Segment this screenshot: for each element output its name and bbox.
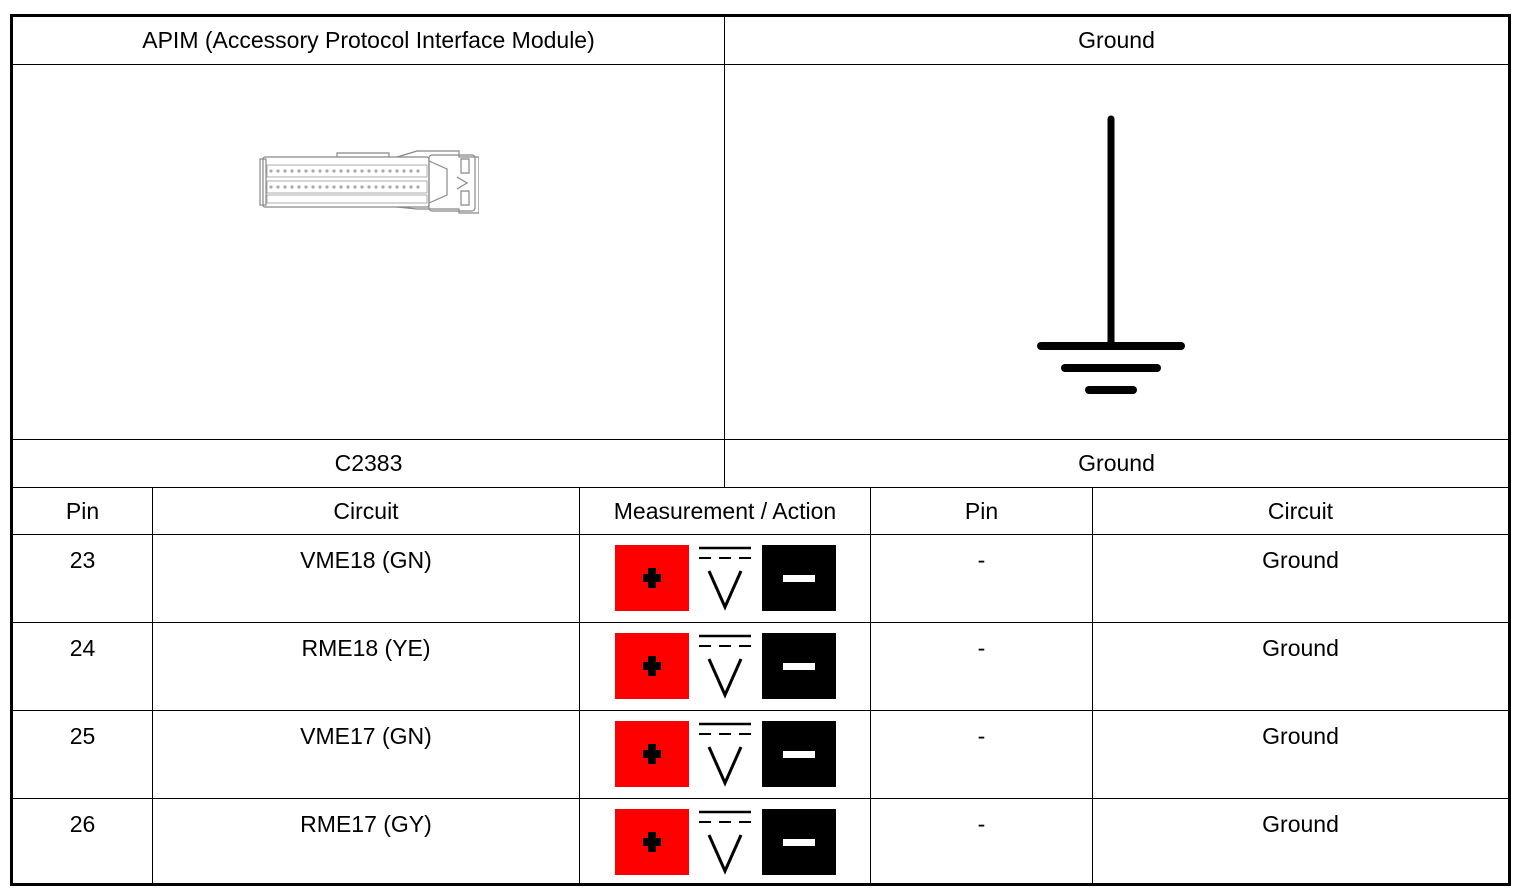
table-row-pin: 24	[69, 635, 96, 661]
voltage-measurement-icon	[615, 721, 836, 787]
dc-voltage-icon	[699, 634, 751, 699]
column-divider	[579, 487, 580, 883]
dc-voltage-icon	[699, 546, 751, 611]
voltage-measurement-icon	[615, 545, 836, 611]
column-header-measurement: Measurement / Action	[613, 497, 837, 524]
table-row-circuit-2: Ground	[1262, 723, 1339, 749]
column-divider	[724, 17, 725, 488]
dc-voltage-icon	[699, 722, 751, 787]
row-divider	[13, 622, 1508, 623]
table-row-circuit-2: Ground	[1262, 547, 1339, 573]
table-row-pin: 26	[69, 811, 96, 837]
table-row-circuit: RME17 (GY)	[300, 811, 432, 837]
connector-drawing	[257, 147, 480, 217]
table-row-circuit: RME18 (YE)	[301, 635, 431, 661]
column-header-pin-2: Pin	[964, 497, 999, 524]
right-connector-label: Ground	[1078, 450, 1155, 476]
row-divider	[13, 64, 1508, 65]
voltage-measurement-icon	[615, 633, 836, 699]
connector-icon	[259, 150, 480, 214]
table-row-pin-2: -	[977, 635, 986, 661]
table-row-pin: 23	[69, 547, 96, 573]
column-header-circuit-2: Circuit	[1267, 497, 1334, 524]
table-row-circuit-2: Ground	[1262, 635, 1339, 661]
ground-icon	[1037, 115, 1185, 394]
right-module-title: Ground	[1078, 27, 1155, 53]
ground-symbol	[1037, 115, 1185, 397]
table-row-circuit-2: Ground	[1262, 811, 1339, 837]
row-divider	[13, 798, 1508, 799]
table-row-pin-2: -	[977, 723, 986, 749]
row-divider	[13, 710, 1508, 711]
voltage-measurement-icon	[615, 809, 836, 875]
column-header-pin: Pin	[65, 497, 100, 524]
column-divider	[152, 487, 153, 883]
table-row-circuit: VME18 (GN)	[300, 547, 432, 573]
table-row-pin-2: -	[977, 547, 986, 573]
column-divider	[1092, 487, 1093, 883]
left-connector-label: C2383	[334, 450, 403, 476]
column-divider	[870, 487, 871, 883]
left-module-title: APIM (Accessory Protocol Interface Modul…	[142, 27, 595, 53]
row-divider	[13, 487, 1508, 488]
table-row-circuit: VME17 (GN)	[300, 723, 432, 749]
dc-voltage-icon	[699, 810, 751, 875]
row-divider	[13, 439, 1508, 440]
table-row-pin-2: -	[977, 811, 986, 837]
pinout-table: APIM (Accessory Protocol Interface Modul…	[10, 14, 1511, 886]
column-header-circuit: Circuit	[333, 497, 399, 524]
table-row-pin: 25	[69, 723, 96, 749]
row-divider	[13, 534, 1508, 535]
